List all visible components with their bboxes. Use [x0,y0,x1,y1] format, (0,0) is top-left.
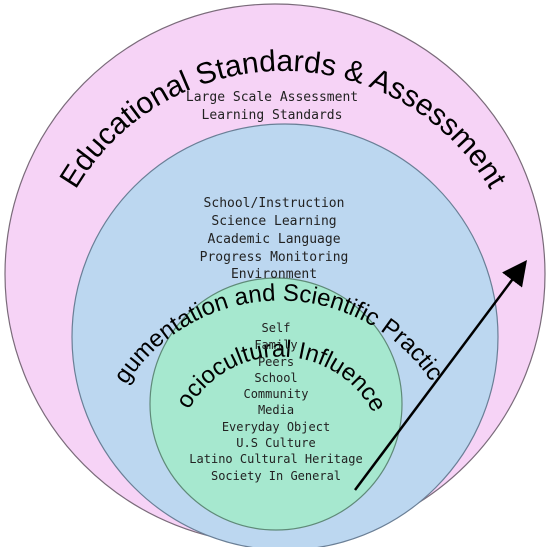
outer-ring-item: Large Scale Assessment [186,90,358,105]
inner-circle [149,277,403,531]
inner-ring-item: U.S Culture [236,436,315,450]
growth-arrow [353,259,527,491]
middle-ring-item: Progress Monitoring [200,250,349,265]
middle-ring-item: School/Instruction [204,196,345,211]
middle-ring-item: Science Learning [211,214,336,229]
inner-ring-item: Peers [258,355,294,369]
middle-ring-item: Environment [231,267,317,282]
inner-ring-item: Everyday Object [222,420,330,434]
inner-ring-item: Latino Cultural Heritage [189,452,362,466]
inner-ring-item: Family [254,338,297,352]
inner-ring-item: Media [258,403,294,417]
inner-ring-item: School [254,371,297,385]
inner-ring-item: Community [243,387,308,401]
outer-ring-item: Learning Standards [202,108,343,123]
inner-ring-item: Society In General [211,469,341,483]
inner-ring-item: Self [262,321,291,335]
middle-ring-item: Academic Language [207,232,340,247]
